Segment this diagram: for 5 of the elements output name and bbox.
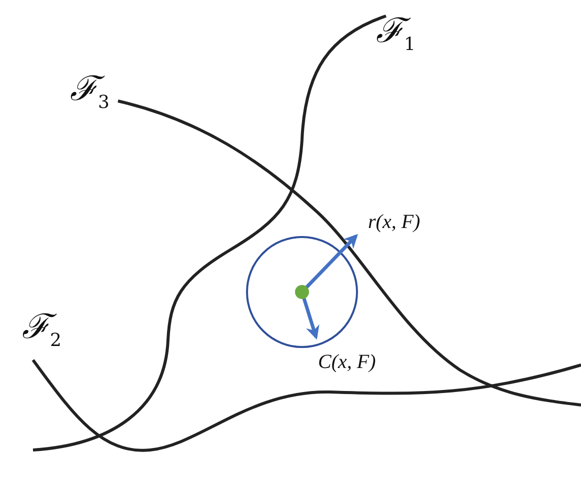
math-label: r(x, F) — [368, 212, 420, 232]
subscript-label: ℱ$_{1}$ — [376, 14, 416, 54]
subscript-label: ℱ$_{3}$ — [70, 72, 110, 112]
subscript-label: ℱ$_{2}$ — [22, 310, 62, 350]
math-label: C(x, F) — [318, 352, 376, 372]
